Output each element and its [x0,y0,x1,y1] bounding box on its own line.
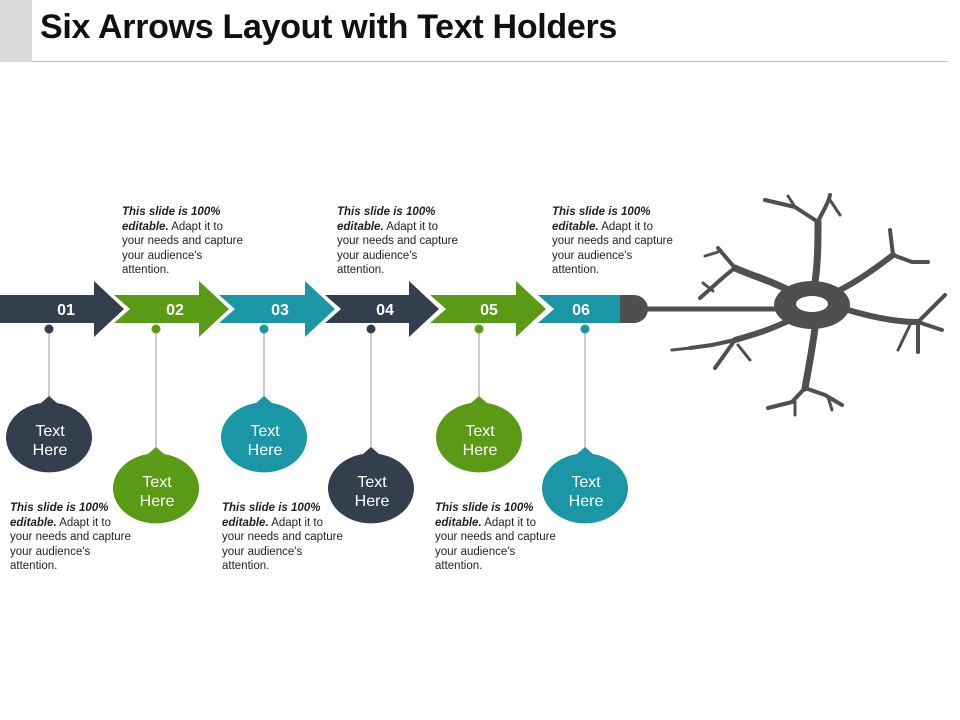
bubble-text-3-line-2: Here [247,442,283,459]
note-bottom-2-text: Adapt it to your needs and capture your … [222,516,343,573]
bubble-text-5-line-2: Here [462,442,498,459]
step-number-5: 05 [480,302,498,319]
note-top-3-text: Adapt it to your needs and capture your … [552,220,673,277]
note-bottom-2: This slide is 100% editable. Adapt it to… [222,501,344,574]
bubble-text-3-line-1: Text [250,423,280,440]
connector-lines [48,329,586,455]
step-number-1: 01 [57,302,75,319]
note-bottom-1: This slide is 100% editable. Adapt it to… [10,501,132,574]
bubble-3 [221,396,307,473]
step-dot-4 [366,324,376,334]
note-top-2-bold: This slide is 100% editable. [337,206,436,233]
arrow-1 [0,281,124,337]
bubble-text-4-line-2: Here [354,493,390,510]
step-dot-6 [580,324,590,334]
bubble-text-6: Text Here [543,473,629,511]
bubble-1 [6,396,93,473]
step-dots [44,324,590,334]
bubble-text-6-line-2: Here [568,493,604,510]
bubble-text-6-line-1: Text [571,474,601,491]
note-top-1: This slide is 100% editable. Adapt it to… [122,205,244,278]
bubble-text-1: Text Here [7,422,93,460]
note-top-1-text: Adapt it to your needs and capture your … [122,220,243,277]
bubble-2 [112,447,199,524]
title-accent-bar [0,0,32,62]
bubble-text-5: Text Here [437,422,523,460]
bubble-text-5-line-1: Text [465,423,495,440]
note-bottom-3: This slide is 100% editable. Adapt it to… [435,501,557,574]
step-number-2: 02 [166,302,184,319]
neuron-icon [631,193,947,417]
step-dot-2 [151,324,161,334]
bubble-text-2-line-1: Text [142,474,172,491]
note-top-3: This slide is 100% editable. Adapt it to… [552,205,674,278]
step-number-4: 04 [376,302,394,319]
note-top-3-bold: This slide is 100% editable. [552,206,651,233]
arrow-2 [114,281,229,337]
step-dot-1 [44,324,54,334]
bubble-text-1-line-2: Here [32,442,68,459]
note-top-1-bold: This slide is 100% editable. [122,206,221,233]
bubble-text-3: Text Here [222,422,308,460]
note-bottom-3-bold: This slide is 100% editable. [435,502,534,529]
bubble-4 [328,447,414,524]
arrow-3 [219,281,335,337]
bubble-5 [436,396,522,473]
title-divider [32,61,948,62]
bubble-6 [542,447,628,524]
note-top-2: This slide is 100% editable. Adapt it to… [337,205,459,278]
note-top-2-text: Adapt it to your needs and capture your … [337,220,458,277]
arrow-6 [538,295,625,323]
bubble-text-4-line-1: Text [357,474,387,491]
bubble-text-2-line-2: Here [139,493,175,510]
note-bottom-3-text: Adapt it to your needs and capture your … [435,516,556,573]
note-bottom-1-text: Adapt it to your needs and capture your … [10,516,131,573]
arrow-4 [325,281,439,337]
step-dot-3 [259,324,269,334]
note-bottom-2-bold: This slide is 100% editable. [222,502,321,529]
arrow-5 [430,281,546,337]
axon-cap [620,295,634,323]
arrow-row [0,281,648,337]
page-title: Six Arrows Layout with Text Holders [40,8,618,46]
note-bottom-1-bold: This slide is 100% editable. [10,502,109,529]
bubbles [6,396,628,524]
step-number-3: 03 [271,302,289,319]
bubble-text-4: Text Here [329,473,415,511]
step-dot-5 [474,324,484,334]
bubble-text-1-line-1: Text [35,423,65,440]
step-number-6: 06 [572,302,590,319]
bubble-text-2: Text Here [114,473,200,511]
